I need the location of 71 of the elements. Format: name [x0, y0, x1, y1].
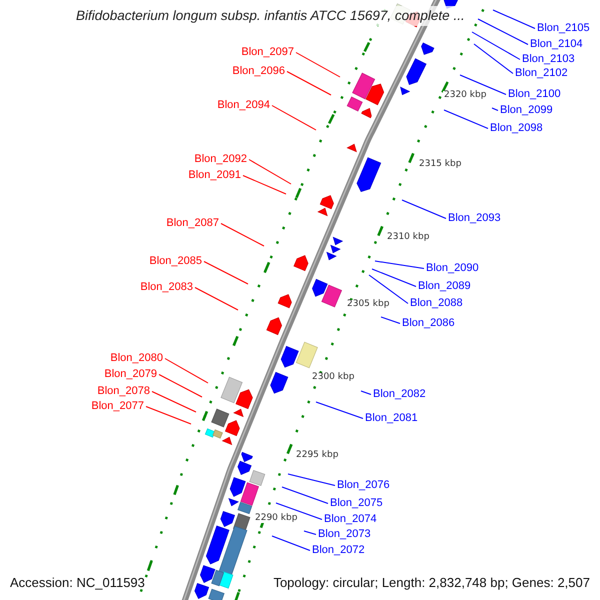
leader-line [242, 175, 286, 194]
leader-line [380, 316, 400, 324]
scale-label: 2320 kbp [443, 91, 488, 100]
gene-label: Blon_2092 [194, 154, 247, 165]
leader-line [158, 374, 202, 398]
gene-label: Blon_2094 [217, 100, 270, 111]
leader-line [220, 223, 264, 246]
leader-line [472, 32, 520, 60]
leader-line [304, 530, 316, 535]
gene-label: Blon_2093 [448, 213, 501, 224]
scale-label: 2305 kbp [346, 300, 390, 309]
genome-summary: Topology: circular; Length: 2,832,748 bp; Genes: 2,507 [273, 576, 590, 589]
scale-label: 2295 kbp [295, 451, 340, 460]
leader-line [402, 200, 446, 219]
gene-label: Blon_2100 [508, 89, 561, 100]
gene-label: Blon_2085 [149, 256, 202, 267]
gene-label: Blon_2097 [241, 47, 294, 58]
gene-label: Blon_2074 [324, 514, 377, 525]
gene-label: Blon_2089 [418, 281, 471, 292]
gene-label: Blon_2090 [426, 263, 479, 274]
gene-label: Blon_2082 [373, 389, 426, 400]
leader-line [478, 18, 528, 45]
leader-line [372, 268, 416, 287]
leader-line [360, 390, 372, 395]
leader-line [492, 10, 536, 29]
leader-line [272, 536, 310, 551]
gene-label: Blon_2103 [522, 54, 575, 65]
gene-label: Blon_2105 [537, 23, 590, 34]
gene-label: Blon_2099 [500, 105, 553, 116]
gene-label: Blon_2102 [515, 68, 568, 79]
leader-line [474, 44, 514, 74]
leader-line [368, 274, 408, 304]
leader-line [316, 402, 364, 419]
gene-label: Blon_2077 [91, 401, 144, 412]
leader-line [272, 105, 316, 130]
leader-line [374, 260, 424, 269]
leader-line [152, 391, 196, 412]
leader-line [194, 287, 238, 310]
gene-label: Blon_2079 [104, 369, 157, 380]
gene-label: Blon_2072 [312, 545, 365, 556]
gene-label: Blon_2075 [330, 498, 383, 509]
gene-label: Blon_2073 [318, 529, 371, 540]
leader-line [296, 52, 340, 78]
gene-label: Blon_2078 [97, 386, 150, 397]
scale-label: 2300 kbp [311, 373, 356, 382]
gene-label: Blon_2083 [140, 282, 193, 293]
leader-line [276, 502, 322, 520]
leader-line [164, 358, 208, 384]
leader-line [146, 406, 192, 424]
gene-label: Blon_2091 [188, 170, 241, 181]
gene-label: Blon_2098 [490, 123, 543, 134]
leader-line [444, 110, 488, 129]
leader-line [248, 159, 292, 184]
leader-line [288, 474, 336, 486]
scale-label: 2310 kbp [386, 233, 430, 242]
gene-label: Blon_2104 [530, 39, 583, 50]
gene-label: Blon_2088 [410, 298, 463, 309]
scale-label: 2315 kbp [418, 160, 462, 169]
scale-label: 2290 kbp [254, 514, 298, 523]
gene-label: Blon_2081 [365, 413, 418, 424]
gene-label: Blon_2076 [337, 480, 390, 491]
gene-label: Blon_2087 [166, 218, 219, 229]
gene-label: Blon_2086 [402, 318, 455, 329]
leader-line [460, 74, 506, 95]
leader-line [286, 71, 332, 96]
leader-line [204, 261, 248, 284]
leader-line [282, 486, 328, 504]
accession-text: Accession: NC_011593 [10, 576, 145, 589]
leader-line [492, 108, 498, 111]
gene-label: Blon_2080 [110, 353, 163, 364]
gene-label: Blon_2096 [232, 66, 285, 77]
